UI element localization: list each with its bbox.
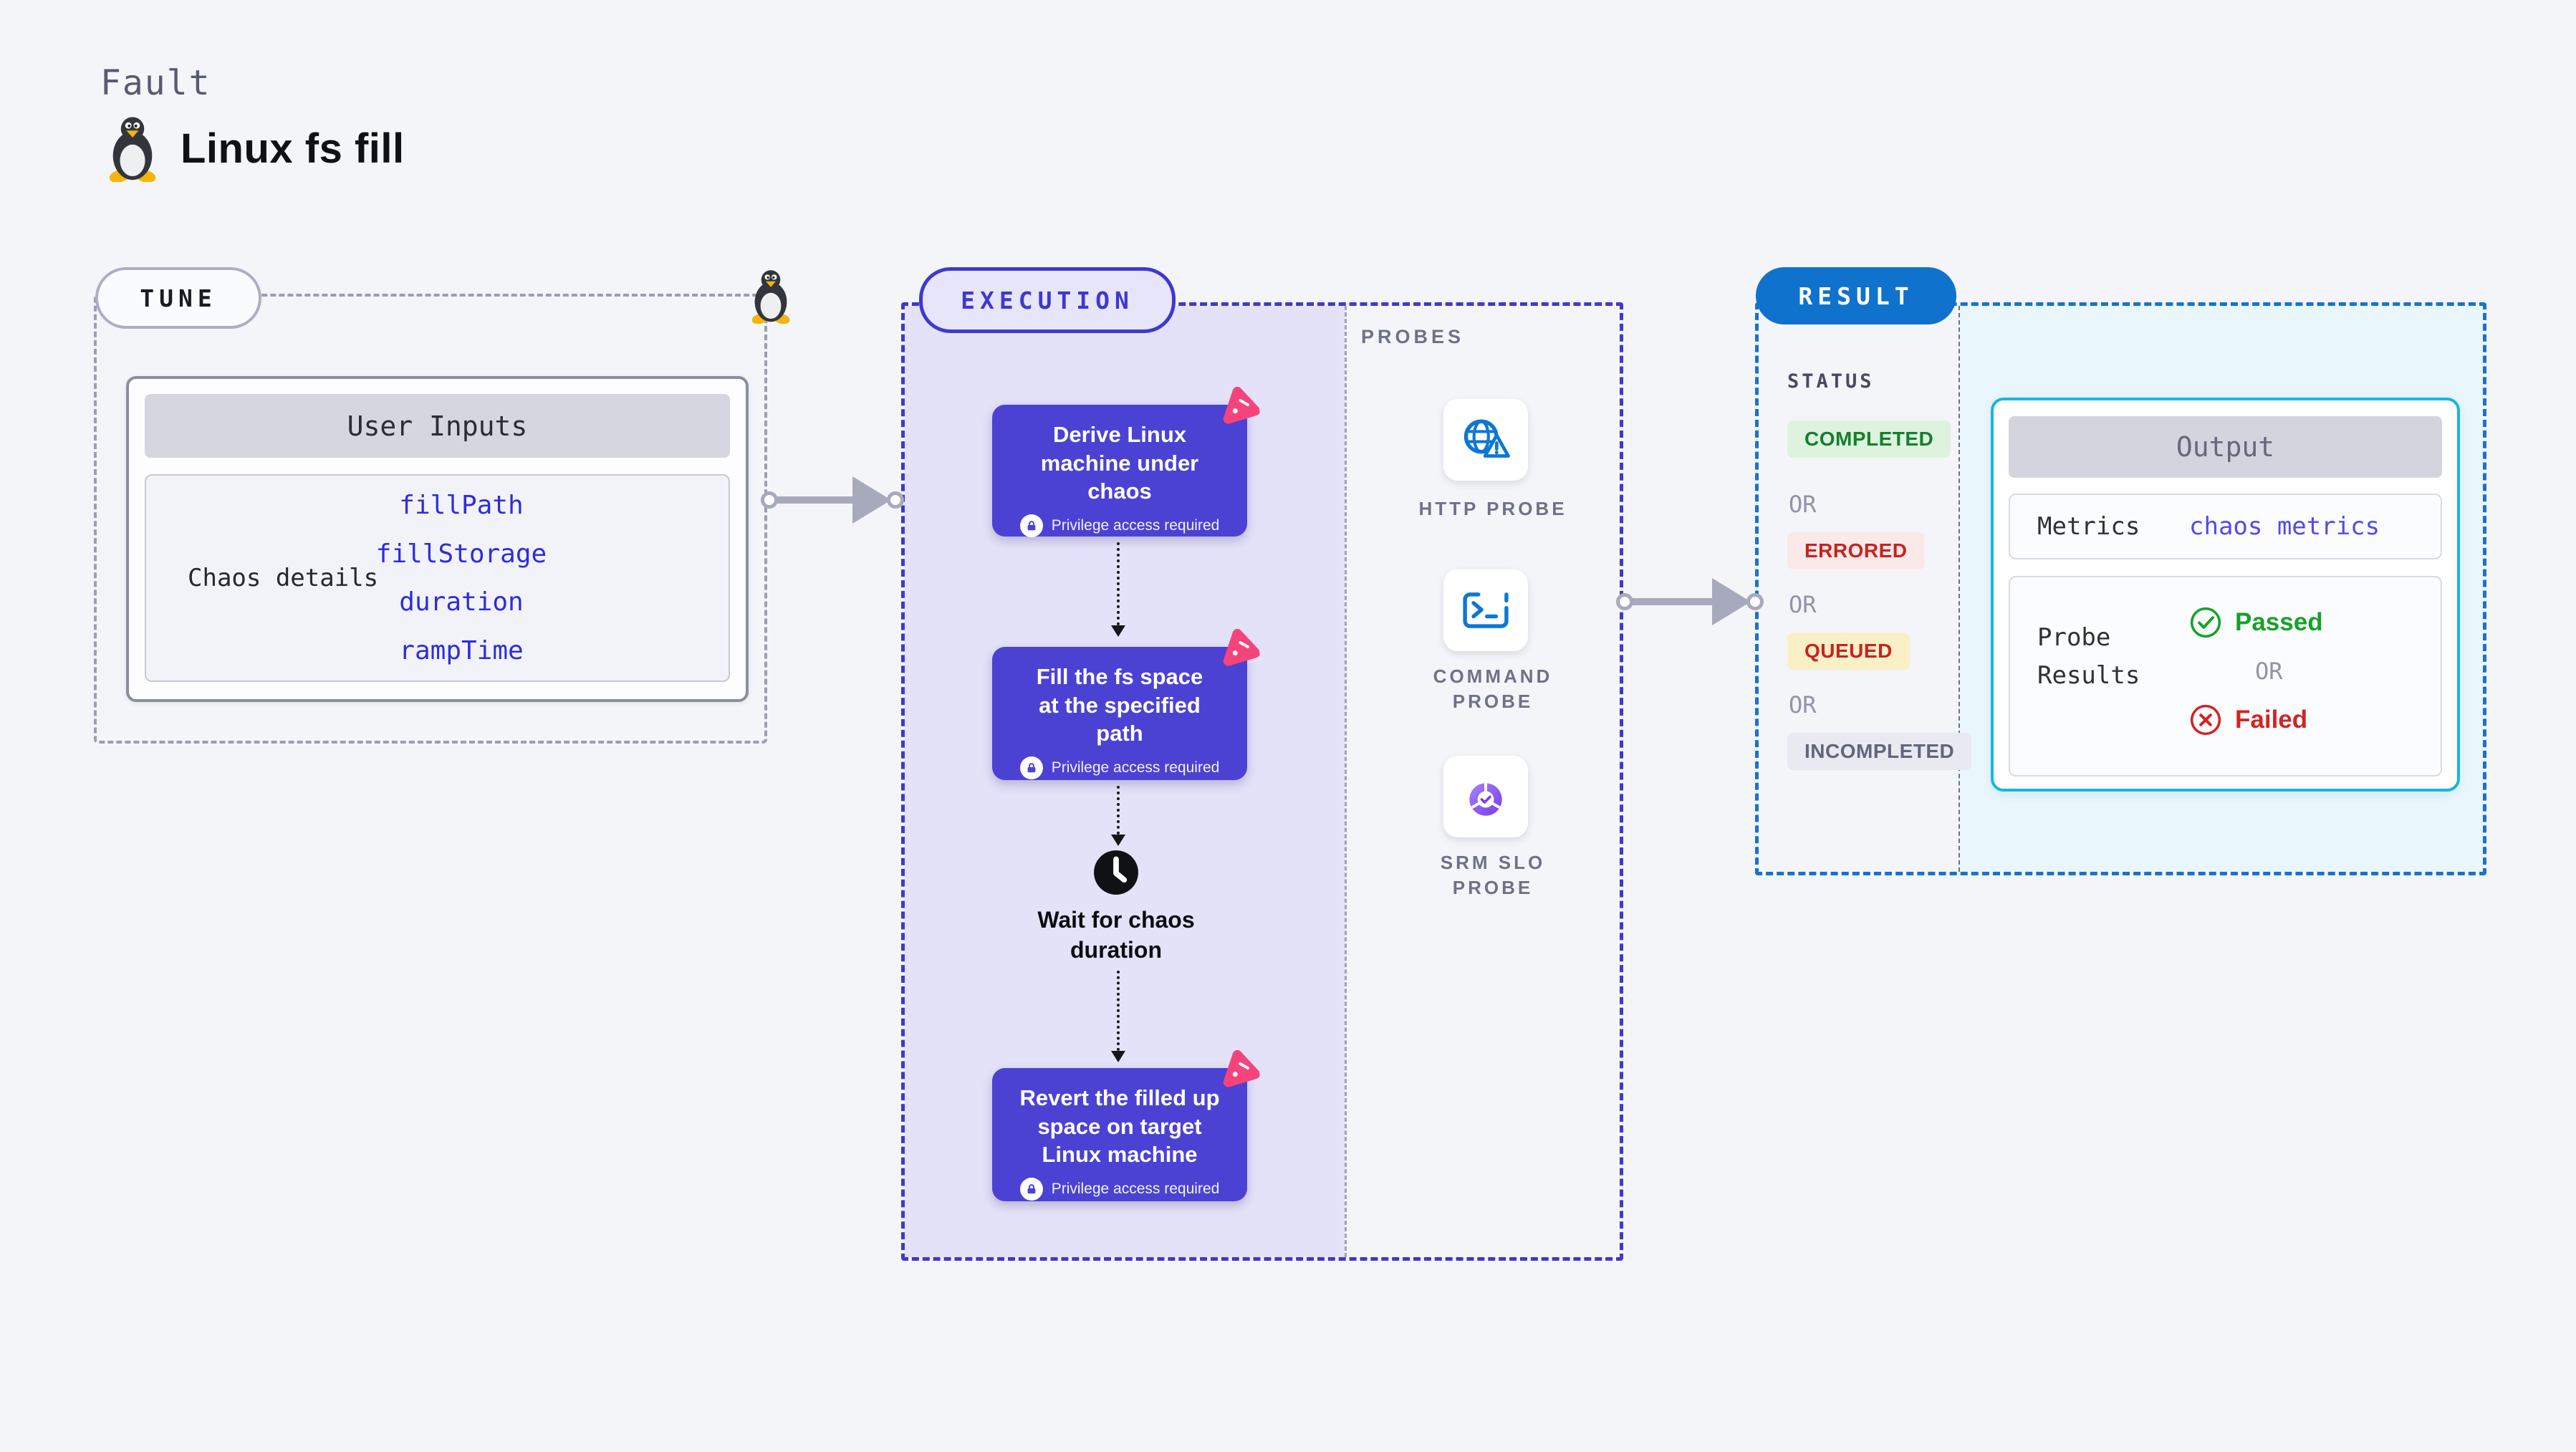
flow-arrowhead-icon — [1111, 1051, 1125, 1062]
page-title: Linux fs fill — [181, 125, 405, 172]
step-title: Fill the fs space at the specified path — [1036, 664, 1203, 746]
step-card-fill-fs: Fill the fs space at the specified path … — [992, 628, 1261, 780]
result-section-box: STATUS COMPLETED OR ERRORED OR QUEUED OR… — [1755, 302, 2486, 875]
output-header: Output — [2009, 416, 2442, 478]
probe-results-row: Probe Results Passed OR — [2009, 576, 2442, 777]
step-card-revert-space: Revert the filled up space on target Lin… — [992, 1049, 1261, 1201]
status-badge-completed: COMPLETED — [1787, 420, 1951, 458]
terminal-icon — [1463, 592, 1509, 628]
slo-donut-icon — [1469, 777, 1502, 816]
lock-icon — [1019, 514, 1043, 538]
status-badge-errored: ERRORED — [1787, 532, 1925, 569]
metrics-value: chaos metrics — [2189, 512, 2380, 541]
tux-penguin-small-icon — [751, 270, 790, 324]
http-probe-card — [1443, 399, 1528, 481]
execution-section-box: Derive Linux machine under chaos Privile… — [901, 302, 1623, 1261]
output-card: Output Metrics chaos metrics Probe Resul… — [1991, 398, 2460, 792]
failed-label: Failed — [2235, 706, 2308, 734]
execution-pill: EXECUTION — [919, 267, 1176, 333]
param-fillstorage: fillStorage — [375, 539, 547, 569]
connector-end-node — [1746, 593, 1764, 610]
passed-item: Passed — [2189, 606, 2418, 639]
privilege-label: Privilege access required — [1051, 517, 1220, 534]
connector-arrowhead-icon — [852, 476, 891, 524]
step-card-derive-machine: Derive Linux machine under chaos Privile… — [992, 386, 1261, 538]
flow-dotted-line — [1117, 971, 1120, 1051]
command-probe-card — [1443, 569, 1528, 651]
param-ramptime: rampTime — [399, 635, 524, 665]
x-circle-icon — [2190, 704, 2221, 736]
connector-start-node — [1616, 593, 1633, 610]
result-lane-divider — [1959, 306, 1960, 872]
status-badge-queued: QUEUED — [1787, 633, 1910, 670]
chaos-hub-icon — [1223, 628, 1261, 666]
metrics-row: Metrics chaos metrics — [2009, 494, 2442, 559]
flow-dotted-line — [1117, 786, 1120, 835]
connector-line — [1629, 598, 1716, 605]
connector-start-node — [761, 491, 778, 509]
tune-section-box — [94, 294, 767, 744]
step-title: Revert the filled up space on target Lin… — [1019, 1085, 1220, 1168]
user-inputs-body: Chaos details fillPath fillStorage durat… — [145, 474, 730, 682]
or-label: OR — [1789, 491, 1817, 518]
user-inputs-card: User Inputs Chaos details fillPath fillS… — [126, 376, 749, 702]
globe-alert-icon — [1464, 419, 1510, 458]
probe-results-values: Passed OR Failed — [2189, 606, 2418, 736]
chaos-hub-icon — [1223, 1049, 1261, 1087]
fault-kicker: Fault — [100, 63, 211, 103]
status-heading: STATUS — [1787, 370, 1875, 393]
connector-line — [774, 496, 857, 504]
privilege-label: Privilege access required — [1051, 759, 1220, 777]
lock-icon — [1019, 756, 1043, 780]
lock-icon — [1019, 1178, 1043, 1201]
srm-slo-probe-card — [1443, 756, 1528, 837]
page-title-row: Linux fs fill — [105, 115, 405, 182]
metrics-label: Metrics — [2037, 512, 2140, 541]
chaos-hub-icon — [1223, 386, 1261, 424]
privilege-row: Privilege access required — [1006, 514, 1233, 538]
or-label: OR — [1789, 591, 1817, 618]
probes-lane-divider — [1345, 306, 1347, 1257]
flow-arrowhead-icon — [1111, 625, 1125, 637]
tux-penguin-icon — [109, 117, 156, 182]
clock-icon — [1094, 850, 1138, 895]
http-probe-label: HTTP PROBE — [1418, 498, 1567, 519]
or-label: OR — [2255, 658, 2283, 685]
chaos-params-list: fillPath fillStorage duration rampTime — [361, 481, 562, 675]
or-label: OR — [1789, 691, 1817, 718]
result-pill: RESULT — [1756, 267, 1956, 324]
privilege-label: Privilege access required — [1051, 1181, 1220, 1198]
command-probe-label: COMMAND PROBE — [1433, 665, 1553, 712]
wait-for-chaos-label: Wait for chaos duration — [1037, 907, 1195, 963]
check-circle-icon — [2190, 607, 2221, 638]
connector-end-node — [887, 491, 904, 509]
param-fillpath: fillPath — [399, 491, 524, 521]
srm-slo-probe-label: SRM SLO PROBE — [1440, 852, 1546, 898]
passed-label: Passed — [2235, 608, 2323, 636]
flow-dotted-line — [1117, 542, 1120, 625]
user-inputs-header: User Inputs — [145, 394, 730, 458]
probes-section-label: PROBES — [1361, 326, 1465, 347]
tune-pill: TUNE — [95, 267, 261, 329]
failed-item: Failed — [2189, 703, 2418, 736]
connector-arrowhead-icon — [1712, 578, 1751, 625]
flow-arrowhead-icon — [1111, 835, 1125, 846]
status-badge-incompleted: INCOMPLETED — [1787, 733, 1972, 770]
probe-results-label: Probe Results — [2037, 623, 2140, 690]
privilege-row: Privilege access required — [1006, 756, 1233, 780]
step-title: Derive Linux machine under chaos — [1040, 422, 1199, 504]
privilege-row: Privilege access required — [1006, 1178, 1233, 1201]
chaos-details-label: Chaos details — [188, 564, 379, 592]
param-duration: duration — [399, 587, 524, 617]
